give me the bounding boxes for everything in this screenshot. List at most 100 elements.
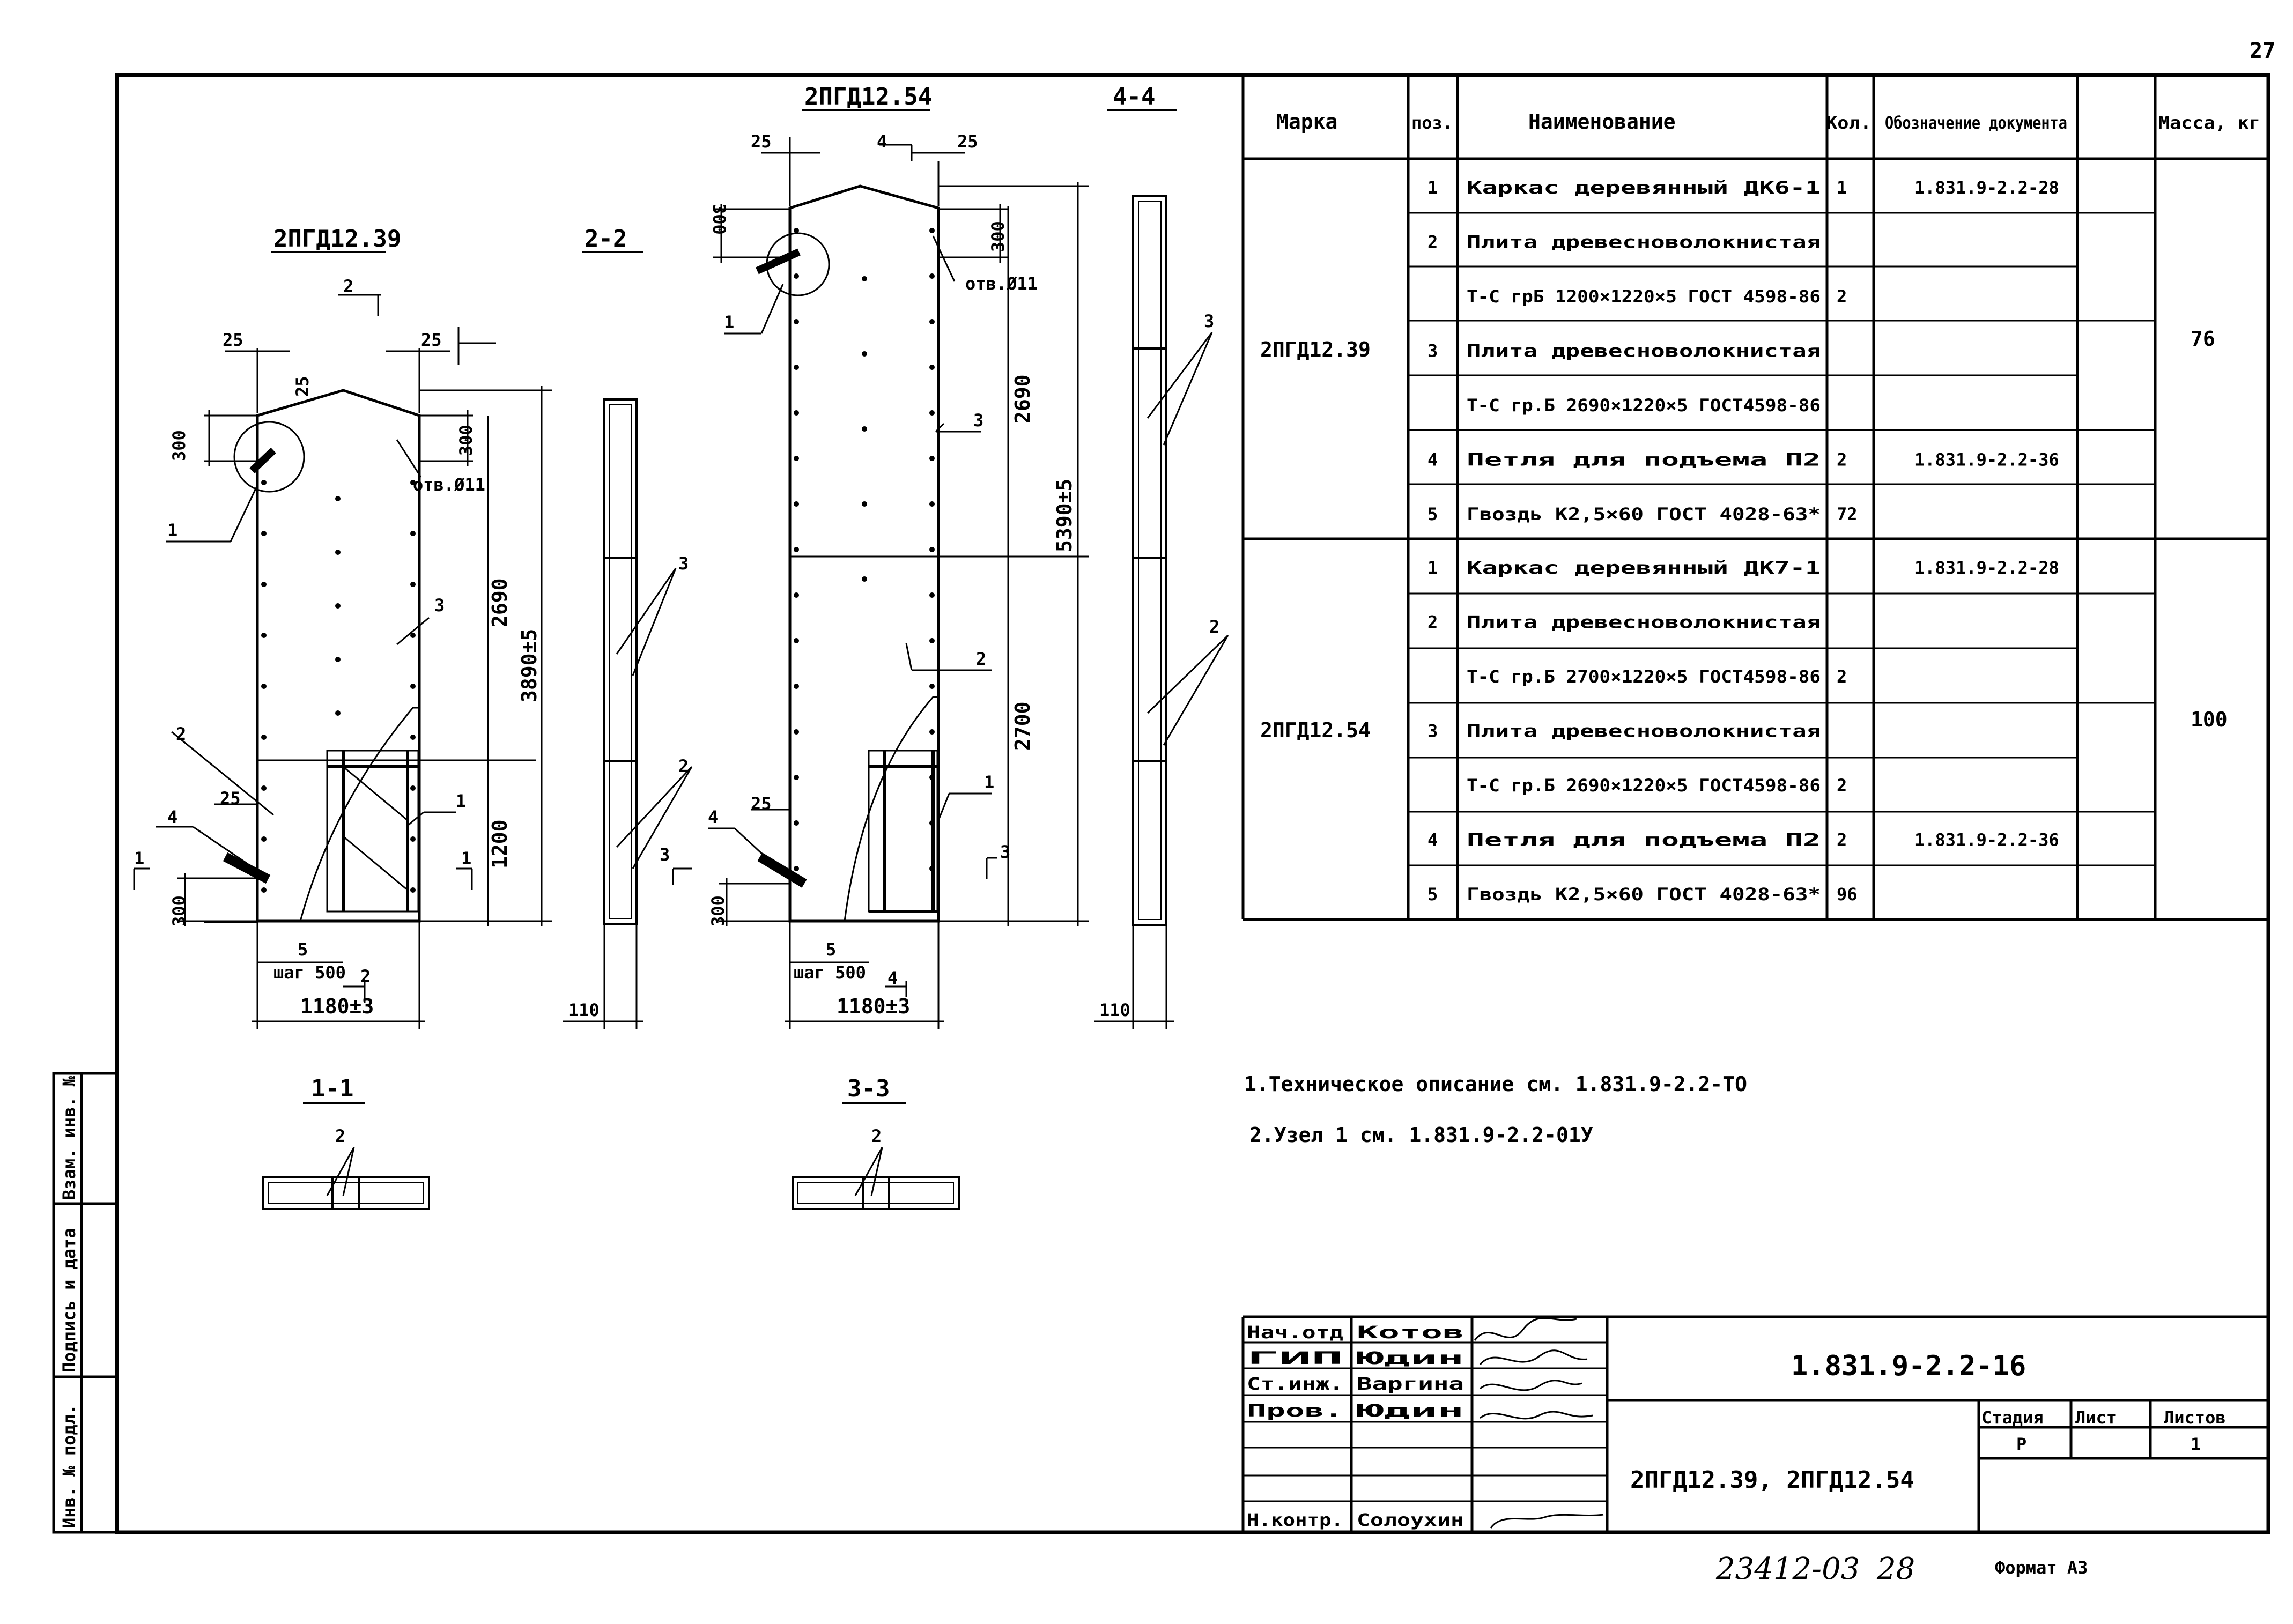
nail-dot <box>261 684 267 689</box>
nail-dot <box>929 638 935 643</box>
title-section-1-1: 1-1 <box>311 1075 353 1102</box>
panel-2pgd12-39-leaders <box>133 294 496 1003</box>
row-name: Гвоздь К2,5×60 ГОСТ 4028-63* <box>1467 504 1821 524</box>
nail-dot <box>929 273 935 279</box>
dim-2700: 2700 <box>1011 701 1034 751</box>
thickness-110: 110 <box>568 1000 600 1020</box>
side-stamp-inventory: Инв. № подл. <box>59 1404 79 1528</box>
nail-dot <box>410 582 416 587</box>
nail-dot <box>794 638 799 643</box>
nail-dot <box>862 351 867 357</box>
panel-2pgd12-54-dims <box>713 137 1089 1029</box>
dim-25: 25 <box>421 330 442 350</box>
note-2: 2.Узел 1 см. 1.831.9-2.2-01У <box>1249 1123 1593 1147</box>
format-label: Формат А3 <box>1995 1558 2088 1578</box>
row-qty: 2 <box>1837 450 1847 470</box>
pos-3-label: 3 <box>973 410 983 431</box>
nail-dot <box>410 684 416 689</box>
nail-dot <box>410 480 416 485</box>
header-pos: поз. <box>1411 113 1453 133</box>
nail-dot <box>261 887 267 893</box>
section-mark-4: 4 <box>877 131 887 152</box>
title-section-2-2: 2-2 <box>585 225 627 253</box>
nail-dot <box>335 496 341 501</box>
title-underlines <box>271 109 1177 1104</box>
nail-dot <box>410 633 416 638</box>
row-qty: 1 <box>1837 177 1847 198</box>
title-section-3-3: 3-3 <box>847 1075 890 1102</box>
section-mark-2: 2 <box>360 966 371 987</box>
nail-dot <box>794 866 799 871</box>
row-qty: 72 <box>1837 504 1858 524</box>
section-mark-1: 1 <box>134 848 144 869</box>
dim-300: 300 <box>988 221 1008 252</box>
row-pos: 4 <box>1427 830 1438 850</box>
nail-dot <box>929 775 935 780</box>
title-block-grid <box>1241 1315 2268 1532</box>
pos-2-label: 2 <box>176 724 186 744</box>
group-mass: 76 <box>2191 327 2215 351</box>
nail-dot <box>335 710 341 716</box>
row-pos: 3 <box>1427 721 1438 741</box>
nail-dot <box>794 729 799 735</box>
side-stamp-grid <box>52 1072 119 1534</box>
nail-dot <box>929 729 935 735</box>
pos-2-label: 2 <box>335 1126 345 1146</box>
row-name: Плита древесноволокнистая <box>1467 341 1821 361</box>
row-name: Петля для подъема П2 <box>1467 450 1821 470</box>
nail-dot <box>335 550 341 555</box>
nail-dot <box>261 531 267 536</box>
nail-dot <box>929 684 935 689</box>
side-stamp-replacement: Взам. инв. № <box>59 1076 79 1200</box>
nail-dot <box>261 785 267 791</box>
group-mass: 100 <box>2191 708 2228 731</box>
pos-3-label: 3 <box>434 595 445 616</box>
doc-code: 1.831.9-2.2-16 <box>1791 1350 2026 1382</box>
nail-dot <box>794 273 799 279</box>
nail-dot <box>794 228 799 233</box>
panel-2pgd12-54-front <box>756 184 940 923</box>
row-pos: 4 <box>1427 450 1438 470</box>
row-name: Петля для подъема П2 <box>1467 830 1821 850</box>
nail-dot <box>794 820 799 826</box>
nail-dot <box>794 547 799 552</box>
row-name: Каркас деревянный ДК6-1 <box>1467 177 1821 198</box>
dim-1200: 1200 <box>488 819 512 869</box>
row-pos: 1 <box>1427 177 1438 198</box>
person-name: Солоухин <box>1357 1510 1464 1530</box>
dim-25: 25 <box>292 376 313 397</box>
nail-dot <box>929 866 935 871</box>
panel-2pgd12-39-dims <box>177 348 552 1029</box>
nail-dot <box>862 501 867 507</box>
panel-2pgd12-39-front <box>223 389 421 923</box>
section-4-4 <box>1094 195 1229 1029</box>
section-mark-1: 1 <box>461 848 471 869</box>
side-stamp-signature: Подпись и дата <box>59 1228 79 1373</box>
section-2-2 <box>563 398 693 1029</box>
group-mark: 2ПГД12.54 <box>1260 718 1371 742</box>
nail-dot <box>862 276 867 281</box>
nail-dot <box>794 319 799 324</box>
pos-1-label: 1 <box>724 312 734 332</box>
nail-dot <box>794 365 799 370</box>
section-mark-4: 4 <box>887 968 898 988</box>
nail-dot <box>410 887 416 893</box>
nail-dot <box>410 735 416 740</box>
role-label: ГИП <box>1247 1348 1343 1368</box>
pos-5-label: 5 <box>826 939 836 960</box>
row-doc: 1.831.9-2.2-36 <box>1914 830 2059 850</box>
person-name: Варгина <box>1357 1374 1464 1394</box>
section-mark-3: 3 <box>1000 842 1010 862</box>
nail-dot <box>794 410 799 416</box>
dim-25: 25 <box>223 330 243 350</box>
dim-2690: 2690 <box>1011 374 1034 424</box>
nail-dot <box>794 456 799 461</box>
header-mass: Масса, кг <box>2158 113 2260 133</box>
row-name: Каркас деревянный ДК7-1 <box>1467 558 1821 578</box>
nail-dot <box>261 735 267 740</box>
thickness-110: 110 <box>1099 1000 1130 1020</box>
stage-value: Р <box>2016 1434 2026 1455</box>
nail-dot <box>929 547 935 552</box>
row-pos: 5 <box>1427 884 1438 904</box>
nail-dot <box>929 228 935 233</box>
